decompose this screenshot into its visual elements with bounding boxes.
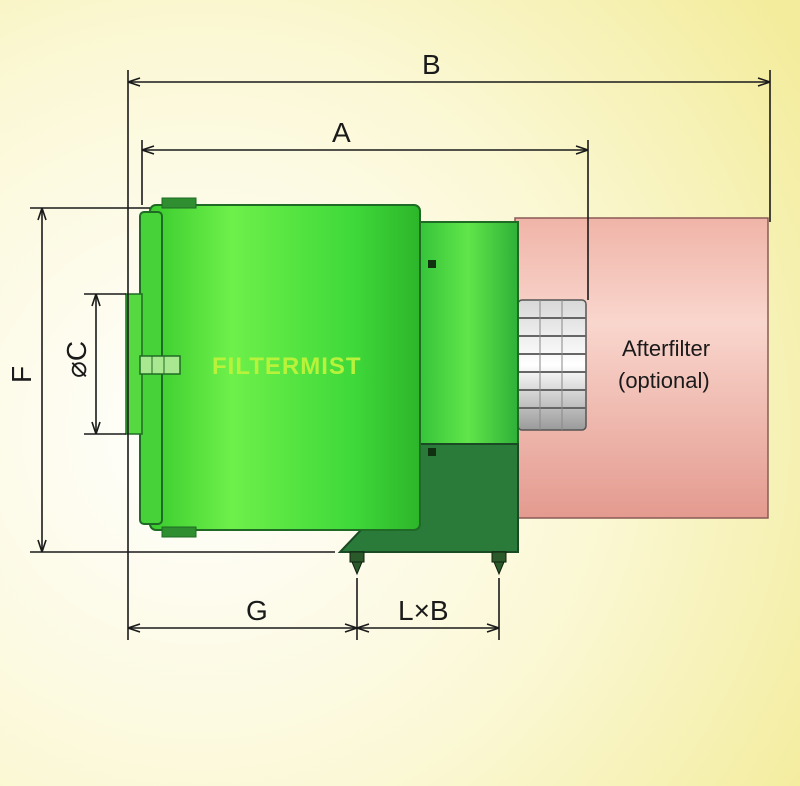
latch-icon — [139, 355, 181, 375]
top-clamp-icon — [161, 197, 197, 209]
bottom-clamp-icon — [161, 526, 197, 538]
brand-label: FILTERMIST — [212, 353, 362, 380]
afterfilter-label: Afterfilter — [622, 336, 710, 361]
base-bolt-icon — [428, 448, 436, 456]
dimension-f-label: F — [6, 366, 37, 383]
dimension-lines — [30, 70, 771, 640]
dimension-g-label: G — [246, 595, 268, 626]
dimension-a-label: A — [332, 117, 351, 148]
right-foot-icon — [491, 551, 507, 576]
afterfilter-optional-label: (optional) — [618, 368, 710, 393]
dimension-b-label: B — [422, 49, 441, 80]
neck-bolt-icon — [428, 260, 436, 268]
neck-section — [417, 221, 519, 445]
left-foot-icon — [349, 551, 365, 576]
dimension-lxb-label: L×B — [398, 595, 449, 626]
motor-fins — [517, 299, 587, 431]
dimension-c-label: ⌀C — [61, 341, 92, 378]
